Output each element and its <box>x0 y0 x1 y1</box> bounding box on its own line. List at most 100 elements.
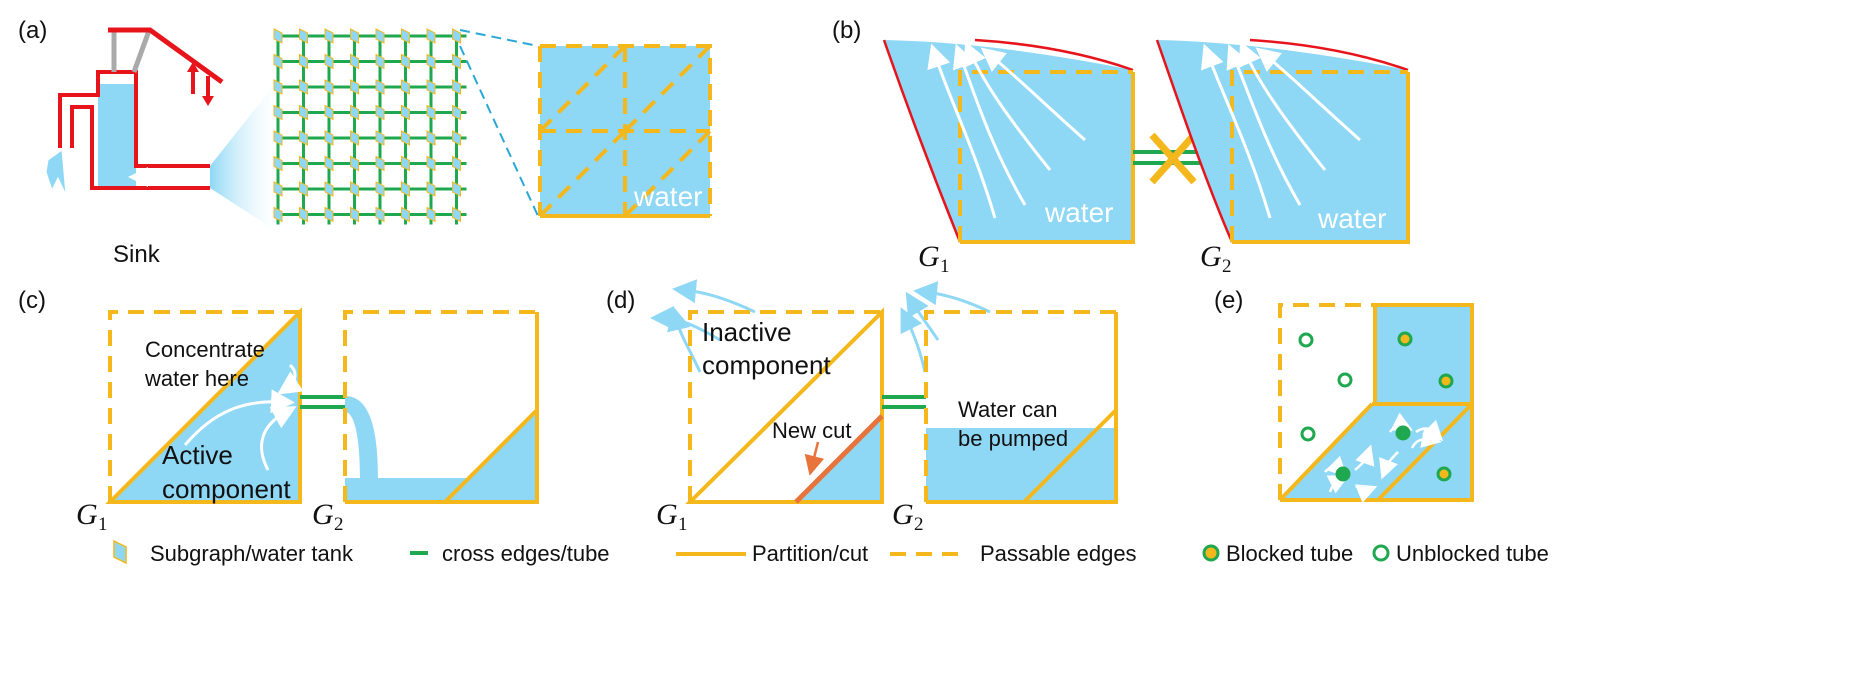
legend-subgraph: Subgraph/water tank <box>113 539 354 566</box>
b-g1-subscript: 1 <box>940 256 950 277</box>
grid-subgraph-node <box>426 79 436 95</box>
zoom-line-top <box>459 29 539 47</box>
legend-partition-label: Partition/cut <box>752 541 868 566</box>
legend-cross-edges: cross edges/tube <box>410 541 610 566</box>
tank-g1: water <box>882 38 1135 244</box>
panel-a: (a) Sink <box>18 17 712 268</box>
grid-subgraph-node <box>299 206 308 223</box>
grid-subgraph-node <box>426 206 436 223</box>
grid-subgraph-node <box>401 206 410 223</box>
legend-unblocked: Unblocked tube <box>1372 541 1549 566</box>
spray-shape <box>45 149 67 196</box>
grid-subgraph-node <box>375 181 385 197</box>
grid-subgraph-node <box>273 79 283 95</box>
legend-passable-label: Passable edges <box>980 541 1137 566</box>
d-tank-g2: Water can be pumped <box>924 310 1118 504</box>
grid-subgraph-node <box>324 155 334 172</box>
b-g1-label: G <box>918 240 940 273</box>
grid-subgraph-node <box>324 181 334 197</box>
grid-subgraph-node <box>350 28 359 44</box>
new-cut-arrow <box>804 441 825 476</box>
grid-subgraph-node <box>401 79 410 95</box>
unblocked-tube-node <box>1337 372 1353 388</box>
tap-inner-outline <box>70 105 210 190</box>
unblocked-tube-icon <box>1372 544 1390 562</box>
grid-subgraph-node <box>426 155 436 172</box>
tap-outline <box>58 70 210 168</box>
e-lower-tank <box>1280 404 1472 500</box>
grid-subgraph-node <box>375 206 385 223</box>
panel-d: (d) Inactive component New cut <box>606 279 1118 535</box>
legend: Subgraph/water tank cross edges/tube Par… <box>113 539 1549 566</box>
grid-subgraph-node <box>401 28 410 44</box>
grid-subgraph-node <box>375 53 385 70</box>
grid-subgraph-node <box>401 155 410 172</box>
tap-handle <box>108 27 224 85</box>
grid-subgraph-node <box>350 104 359 121</box>
zoomed-tank: water <box>538 44 712 218</box>
tank-g1-water-label: water <box>1044 197 1113 228</box>
grid-subgraph-node <box>273 206 283 223</box>
unblocked-tube-node <box>1300 426 1316 442</box>
grid-subgraph-node <box>273 104 283 121</box>
grid-subgraph-node <box>426 130 436 146</box>
grid-subgraph-node <box>273 130 283 146</box>
grid-subgraph-node <box>299 104 308 121</box>
grid-subgraph-node <box>426 53 436 70</box>
grid-subgraph-node <box>350 155 359 172</box>
grid-subgraph-node <box>273 53 283 70</box>
tank-g2-water-label: water <box>1317 203 1386 234</box>
grid-subgraph-node <box>452 28 461 44</box>
grid-subgraph-node <box>350 130 359 146</box>
grid-subgraph-node <box>273 181 283 197</box>
panel-e: (e) <box>1214 287 1474 503</box>
sink-label: Sink <box>113 241 161 268</box>
d-g1-subscript: 1 <box>678 514 688 535</box>
grid-subgraph-node <box>375 28 385 44</box>
grid-subgraph-node <box>324 28 334 44</box>
grid-subgraph-node <box>401 130 410 146</box>
handle-stem-right <box>131 27 153 73</box>
legend-subgraph-label: Subgraph/water tank <box>150 541 354 566</box>
grid-subgraph-node <box>452 53 461 70</box>
blocked-x-icon <box>1149 132 1197 185</box>
c-g1-label: G <box>76 498 98 531</box>
grid-subgraph-node <box>324 206 334 223</box>
legend-unblocked-label: Unblocked tube <box>1396 541 1549 566</box>
b-g2-label: G <box>1200 240 1222 273</box>
active-line-1: Active <box>162 440 233 470</box>
water-tank-icon <box>113 539 127 565</box>
c-tube <box>300 395 378 486</box>
grid-subgraph-node <box>299 53 308 70</box>
grid-subgraph-node <box>350 181 359 197</box>
c-g2-label: G <box>312 498 334 531</box>
jet-cone <box>210 80 278 232</box>
panel-a-label: (a) <box>18 17 47 44</box>
grid-subgraph-node <box>324 53 334 70</box>
grid-subgraph-node <box>452 130 461 146</box>
panel-e-label: (e) <box>1214 287 1243 314</box>
d-escape-arrows <box>650 279 991 373</box>
grid-subgraph-node <box>299 130 308 146</box>
grid-subgraph-node <box>299 181 308 197</box>
c-g1-subscript: 1 <box>98 514 108 535</box>
grid-subgraph-node <box>324 79 334 95</box>
e-upper-tank <box>1375 305 1472 402</box>
d-g2-subscript: 2 <box>914 514 924 535</box>
grid-subgraph-node <box>273 155 283 172</box>
panel-b-label: (b) <box>832 17 861 44</box>
panel-c-label: (c) <box>18 287 46 314</box>
c-g2-subscript: 2 <box>334 514 344 535</box>
active-line-2: component <box>162 474 291 504</box>
b-g2-subscript: 2 <box>1222 256 1232 277</box>
grid-subgraph-node <box>452 206 461 223</box>
blocked-tube-node <box>1436 466 1452 482</box>
d-g1-label: G <box>656 498 678 531</box>
grid-subgraph-node <box>299 155 308 172</box>
unblocked-tube-node <box>1395 425 1411 441</box>
legend-blocked-label: Blocked tube <box>1226 541 1353 566</box>
panel-b: (b) water <box>832 17 1410 277</box>
legend-blocked: Blocked tube <box>1202 541 1353 566</box>
grid-subgraph-node <box>324 130 334 146</box>
